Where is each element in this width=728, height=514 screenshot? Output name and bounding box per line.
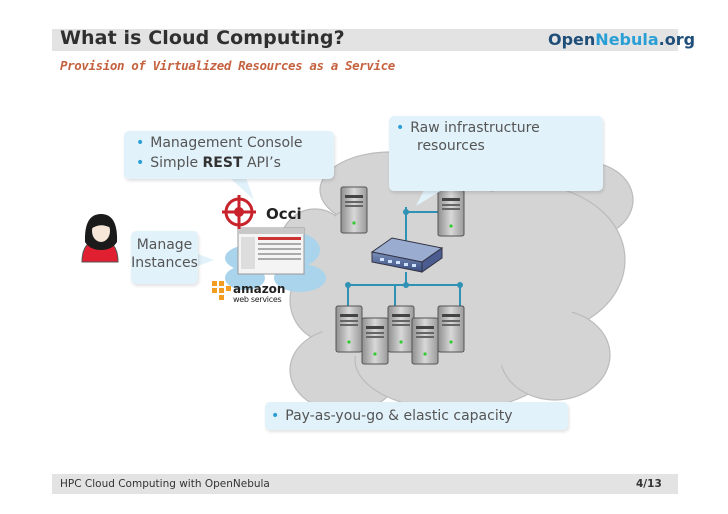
web-console-screenshot [237,227,305,275]
server-icon [411,317,439,365]
raw-infrastructure-bubble: •Raw infrastructure resources [389,116,603,191]
server-icon [387,305,415,353]
bubble-line: Manage [136,237,193,253]
pay-as-you-go-bubble: •Pay-as-you-go & elastic capacity [265,402,568,430]
page-number: 4/13 [636,478,662,490]
slide-title: What is Cloud Computing? [60,27,345,49]
occi-logo [222,195,256,229]
logo-nebula: Nebula [595,30,659,49]
server-icon [361,317,389,365]
footer-title: HPC Cloud Computing with OpenNebula [60,478,270,490]
bubble-line: •Simple REST API’s [136,155,281,171]
opennebula-logo: OpenNebula.org [548,30,695,49]
logo-org: .org [658,30,696,49]
logo-open: Open [548,30,596,49]
network-switch-icon [370,237,444,273]
server-icon [335,305,363,353]
amazon-web-services-logo [212,281,231,300]
bubble-line: resources [417,138,485,154]
bubble-line: •Management Console [136,135,303,151]
occi-logo-text: Occi [266,205,302,223]
slide-subtitle: Provision of Virtualized Resources as a … [60,58,395,73]
amazon-logo-text: amazon [233,282,286,296]
server-icon [437,189,465,237]
footer-band [52,474,678,494]
server-icon [437,305,465,353]
bubble-line: •Raw infrastructure [396,120,540,136]
bubble-line: Instances [131,255,198,271]
user-icon [81,214,119,263]
server-icon [340,186,368,234]
bubble-line: •Pay-as-you-go & elastic capacity [271,408,513,424]
aws-logo-text: web services [233,295,282,304]
manage-instances-bubble: Manage Instances [131,231,198,284]
management-console-bubble: •Management Console •Simple REST API’s [124,131,334,179]
title-band [52,29,678,51]
